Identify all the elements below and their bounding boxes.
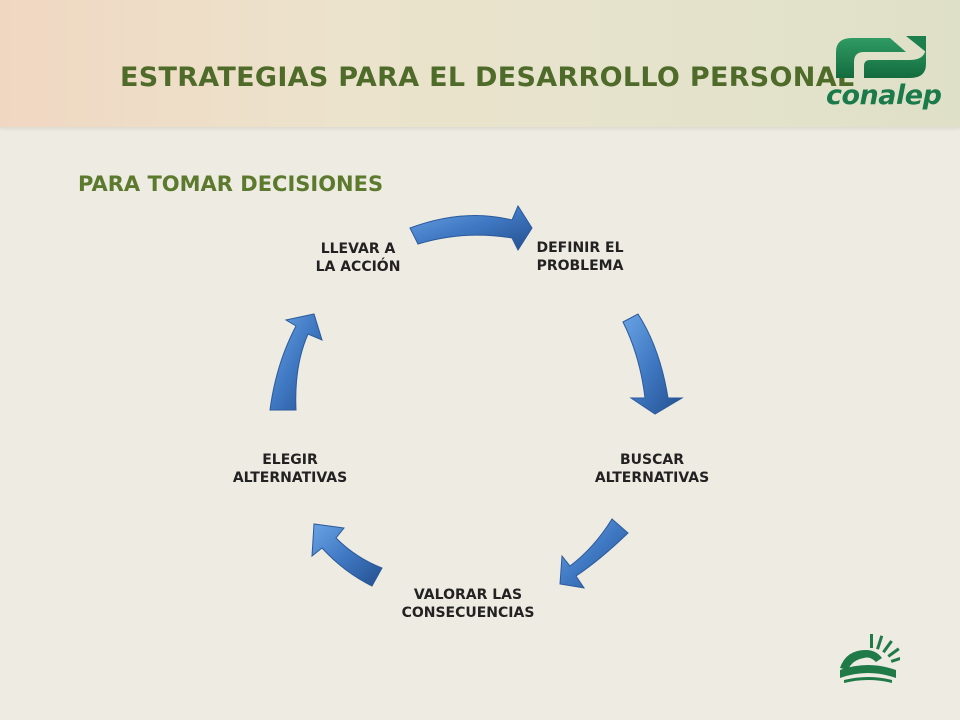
step-valorar-las-consecuencias: VALORAR LAS CONSECUENCIAS [401,587,535,621]
step-elegir-alternativas: ELEGIR ALTERNATIVAS [232,452,348,486]
cycle-arrow-right [622,313,684,415]
cycle-arrow-left [269,313,323,411]
cycle-arrow-bottom-right [559,518,629,589]
header-bar [0,0,960,127]
conalep-logo-icon [836,36,926,78]
step-llevar-a-la-accion: LLEVAR A LA ACCIÓN [315,241,401,275]
institutional-seal-icon [840,634,900,683]
conalep-logo-text: conalep [826,80,942,111]
cycle-arrow-top [409,204,533,252]
step-buscar-alternativas: BUSCAR ALTERNATIVAS [594,452,710,486]
section-subtitle: PARA TOMAR DECISIONES [78,172,384,196]
cycle-arrow-bottom-left [311,523,383,587]
step-definir-el-problema: DEFINIR EL PROBLEMA [536,240,624,274]
page-title: ESTRATEGIAS PARA EL DESARROLLO PERSONAL [120,62,855,93]
